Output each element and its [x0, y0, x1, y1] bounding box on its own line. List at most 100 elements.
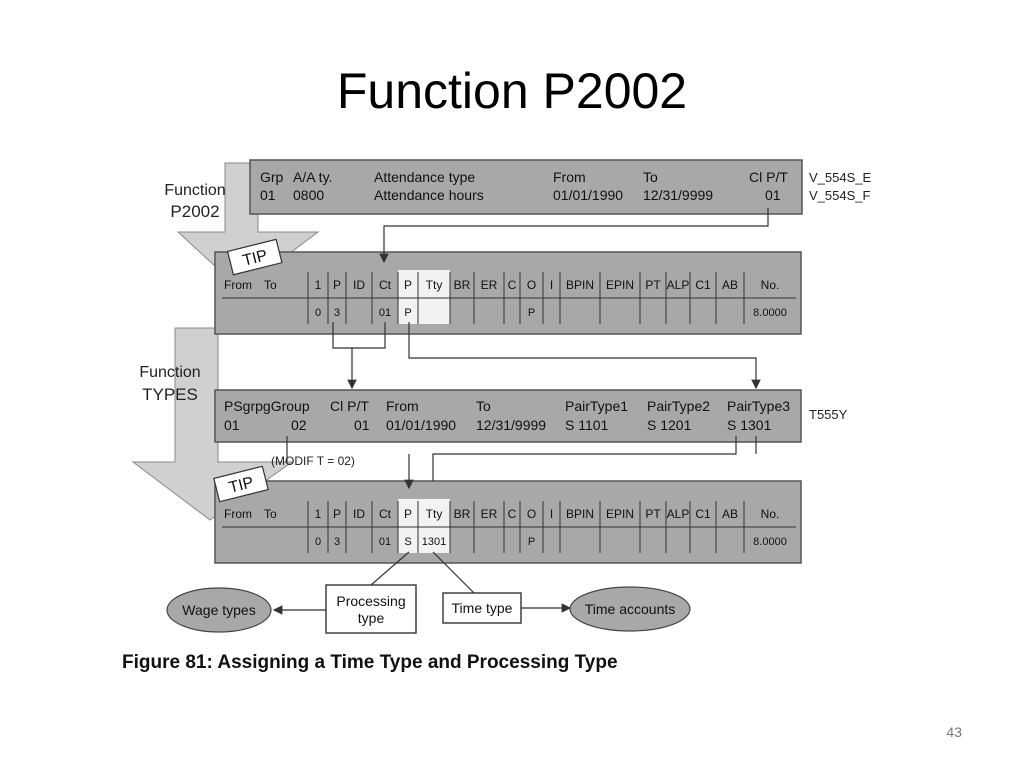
top-table-value: 01/01/1990: [553, 187, 623, 203]
types-table-value: S 1201: [647, 417, 692, 433]
tip-table-header: ALP: [667, 278, 690, 292]
types-table-value: 01: [224, 417, 240, 433]
tip-table-header: Ct: [379, 278, 392, 292]
tip-table-header: No.: [761, 278, 780, 292]
tip-table-header: P: [404, 278, 412, 292]
wage-types-label: Wage types: [182, 602, 255, 618]
function-p2002-label-line1: Function: [164, 182, 225, 199]
tip-table-header: To: [264, 507, 277, 521]
types-table-header: PairType3: [727, 398, 790, 414]
tip-table-header: ALP: [667, 507, 690, 521]
tip-table-header: C1: [695, 507, 711, 521]
processing-type-box: [325, 584, 417, 634]
tip-table-header: AB: [722, 278, 738, 292]
tip-table-1-box: [214, 251, 802, 335]
tip-col-highlight: [398, 499, 418, 553]
tip-col-highlight: [418, 270, 450, 324]
tip-table-header: 1: [315, 507, 322, 521]
function-types-label-line1: Function: [139, 364, 200, 381]
tip-table-header: O: [527, 507, 536, 521]
tip-table-header: C: [508, 278, 517, 292]
tip-table-header: I: [550, 507, 553, 521]
tip-table-header: BPIN: [566, 278, 594, 292]
tip-badge-1-label: TIP: [241, 247, 269, 270]
top-table-value: 01: [260, 187, 276, 203]
slide-title: Function P2002: [336, 63, 688, 119]
top-table-header: To: [643, 169, 658, 185]
types-table-header: To: [476, 398, 491, 414]
top-table-header: A/A ty.: [293, 169, 332, 185]
connector-s-to-processing: [370, 551, 410, 586]
types-table-header: Cl P/T: [330, 398, 369, 414]
tip-table-cell: S: [404, 536, 411, 548]
tip-table-cell: 3: [334, 536, 340, 548]
figure-caption: Figure 81: Assigning a Time Type and Pro…: [122, 652, 618, 673]
tip-table-header: AB: [722, 507, 738, 521]
connector-ct-to-psgrpg: [332, 322, 386, 349]
tip-table-cell: 01: [379, 536, 391, 548]
top-table-header: Attendance type: [374, 169, 475, 185]
tip-col-highlight: [398, 270, 418, 324]
tip-table-header: 1: [315, 278, 322, 292]
page-number: 43: [946, 724, 962, 740]
tip-table-header: EPIN: [606, 507, 634, 521]
function-p2002-label-line2: P2002: [170, 202, 219, 221]
types-table-value: 02: [291, 417, 307, 433]
time-type-box: [442, 592, 522, 624]
tip-table-header: Tty: [426, 507, 443, 521]
connector-tty-to-timetype: [432, 551, 475, 594]
top-table-header: Cl P/T: [749, 169, 788, 185]
types-table-header: From: [386, 398, 419, 414]
time-type-label: Time type: [452, 600, 513, 616]
tip-table-cell: 8.0000: [753, 536, 787, 548]
tip-table-header: BR: [454, 507, 471, 521]
types-table-header: PSgrpgGroup: [224, 398, 310, 414]
tip-table-cell: 3: [334, 307, 340, 319]
top-table-value: 12/31/9999: [643, 187, 713, 203]
connector-p-to-pairtype3: [408, 322, 761, 390]
tip-table-header: P: [404, 507, 412, 521]
wage-types-ellipse: [166, 587, 272, 633]
function-types-label-line2: TYPES: [142, 385, 198, 404]
modif-note: (MODIF T = 02): [271, 454, 355, 468]
tip-table-cell: P: [528, 307, 535, 319]
tip-table-header: From: [224, 278, 252, 292]
tip-table-header: Ct: [379, 507, 392, 521]
top-table-box: [249, 159, 803, 215]
processing-type-label-line1: Processing: [336, 593, 405, 609]
tip-table-header: O: [527, 278, 536, 292]
types-table-value: 12/31/9999: [476, 417, 546, 433]
tip-table-header: I: [550, 278, 553, 292]
tip-table-header: BPIN: [566, 507, 594, 521]
tip-table-header: P: [333, 278, 341, 292]
top-table-header: From: [553, 169, 586, 185]
types-table-value: S 1101: [565, 417, 609, 433]
connector-lines: [272, 208, 769, 615]
tip-table-header: To: [264, 278, 277, 292]
view-name-f: V_554S_F: [809, 188, 870, 203]
tip-table-header: ER: [481, 278, 498, 292]
connector-clpt-to-ct: [379, 208, 769, 264]
tip-table-header: PT: [645, 278, 661, 292]
tip-col-highlight: [418, 499, 450, 553]
types-table-box: [214, 389, 802, 443]
tip-table-cell: 01: [379, 307, 391, 319]
tip-badge-1: TIP: [226, 238, 283, 276]
top-table-value: Attendance hours: [374, 187, 484, 203]
tip-table-header: Tty: [426, 278, 443, 292]
time-accounts-ellipse: [569, 586, 691, 632]
view-name-e: V_554S_E: [809, 170, 871, 185]
tip-table-header: C1: [695, 278, 711, 292]
tip-table-header: No.: [761, 507, 780, 521]
tip-table-cell: 0: [315, 536, 321, 548]
tip-badge-2-label: TIP: [227, 474, 255, 497]
connector-pairtype3-to-tty: [432, 436, 737, 481]
tip-table-header: C: [508, 507, 517, 521]
tip-table-cell: 0: [315, 307, 321, 319]
types-table-header: PairType2: [647, 398, 710, 414]
